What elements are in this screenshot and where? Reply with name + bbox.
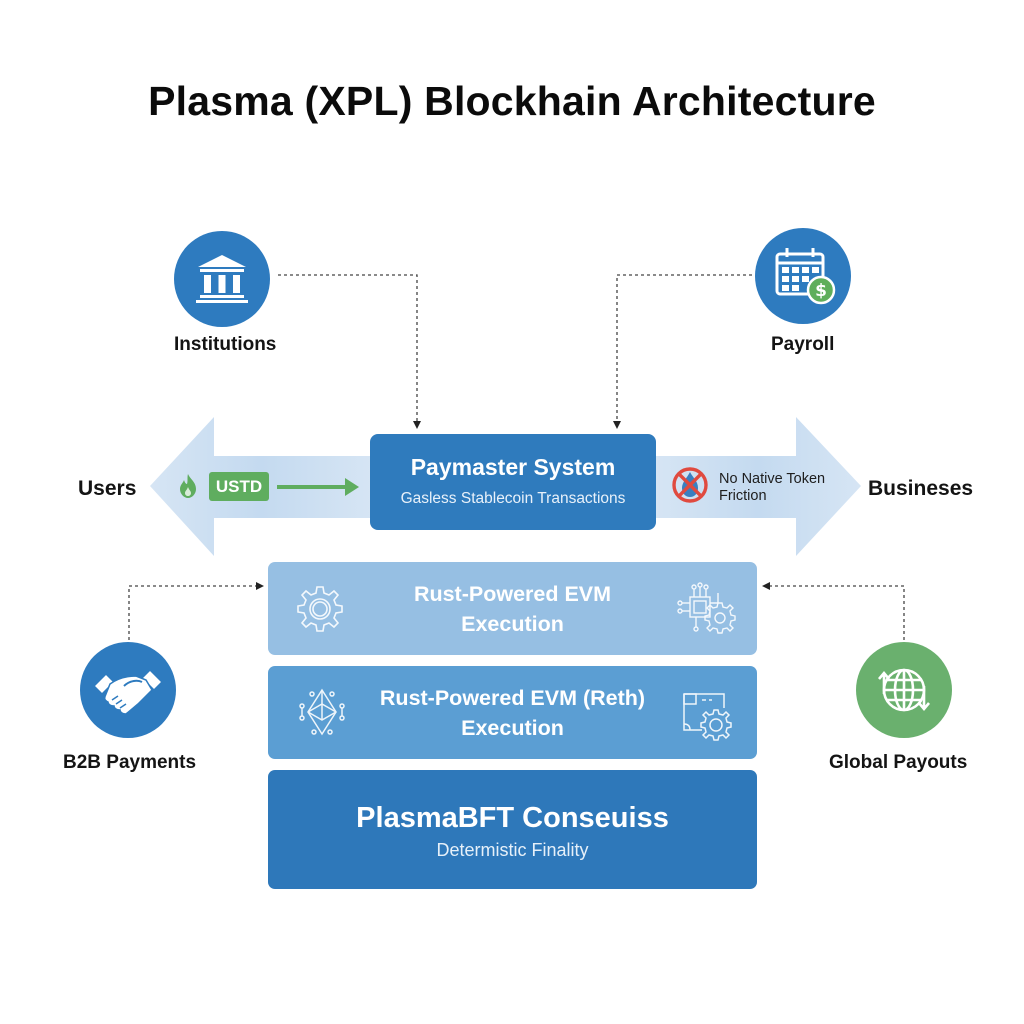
payroll-label: Payroll — [771, 334, 835, 355]
globe-exchange-icon — [878, 668, 930, 712]
businesses-label: Busineses — [868, 477, 974, 500]
reth-execution-title-line1: Rust-Powered EVM (Reth) — [379, 686, 646, 710]
no-gas-token-icon — [672, 467, 708, 503]
users-label: Users — [78, 477, 137, 500]
paymaster-system-box: Paymaster System Gasless Stablecoin Tran… — [370, 434, 656, 530]
evm-execution-layer: Rust-Powered EVM Execution — [268, 562, 757, 655]
stablecoin-token-badge: USTD — [209, 472, 269, 501]
calendar-dollar-icon: $ — [775, 248, 836, 305]
global-payouts-node — [856, 642, 952, 738]
right-arrow-head — [655, 417, 861, 556]
bank-building-icon — [196, 255, 248, 303]
flame-icon — [180, 474, 196, 498]
plasmabft-subtitle: Determistic Finality — [436, 840, 589, 860]
svg-text:$: $ — [815, 281, 827, 301]
chip-gear-icon — [676, 581, 736, 637]
b2b-payments-label: B2B Payments — [63, 752, 197, 773]
no-native-token-line1: No Native Token — [719, 471, 826, 487]
gear-icon — [290, 581, 350, 637]
evm-execution-title: Rust-Powered EVM Execution — [268, 579, 757, 639]
evm-execution-title-line1: Rust-Powered EVM — [413, 582, 612, 606]
reth-execution-title-line2: Execution — [461, 716, 564, 740]
no-native-token-line2: Friction — [719, 488, 767, 504]
handshake-icon — [92, 668, 164, 715]
board-gear-icon — [676, 686, 736, 742]
institutions-node — [174, 231, 270, 327]
payroll-node: $ — [755, 228, 851, 324]
reth-execution-layer: Rust-Powered EVM (Reth) Execution — [268, 666, 757, 759]
plasmabft-title: PlasmaBFT Conseuiss — [356, 802, 669, 834]
institutions-label: Institutions — [174, 334, 277, 355]
reth-execution-title: Rust-Powered EVM (Reth) Execution — [268, 683, 757, 743]
paymaster-title: Paymaster System — [410, 454, 616, 480]
diagram-title: Plasma (XPL) Blockhain Architecture — [148, 78, 876, 124]
plasmabft-consensus-layer: PlasmaBFT Conseuiss Determistic Finality — [268, 770, 757, 889]
green-flow-arrow — [277, 478, 359, 496]
evm-execution-title-line2: Execution — [461, 612, 564, 636]
global-payouts-label: Global Payouts — [829, 752, 968, 773]
paymaster-subtitle: Gasless Stablecoin Transactions — [400, 490, 626, 507]
ethereum-icon — [292, 684, 352, 740]
no-native-token-text: No Native Token Friction — [719, 471, 825, 505]
b2b-payments-node — [80, 642, 176, 738]
